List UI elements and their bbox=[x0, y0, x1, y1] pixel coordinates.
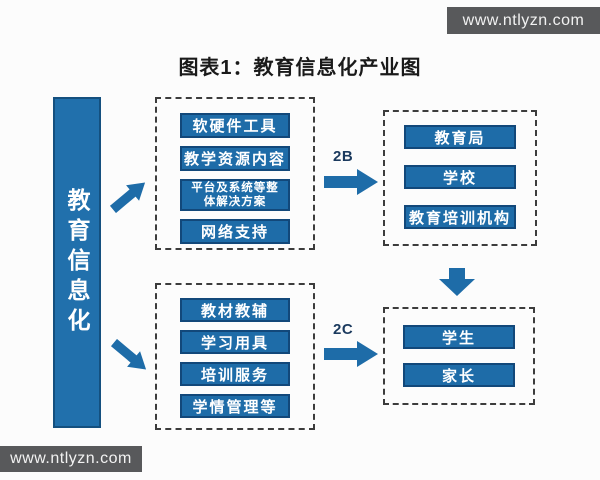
arrow-down-right-icon bbox=[106, 333, 154, 378]
supply-item: 教学资源内容 bbox=[180, 146, 290, 171]
watermark-bottom-left: www.ntlyzn.com bbox=[0, 446, 142, 472]
demand-item: 学生 bbox=[403, 325, 515, 349]
flow-label-2b: 2B bbox=[333, 148, 354, 165]
supply-box-bottom: 教材教辅 学习用具 培训服务 学情管理等 bbox=[155, 283, 315, 430]
flow-label-2c: 2C bbox=[333, 321, 354, 338]
demand-item: 教育培训机构 bbox=[404, 205, 516, 229]
supply-item: 学情管理等 bbox=[180, 394, 290, 418]
demand-item: 教育局 bbox=[404, 125, 516, 149]
supply-item: 网络支持 bbox=[180, 219, 290, 244]
left-category-bar: 教育信息化 bbox=[53, 97, 101, 428]
diagram-title: 图表1：教育信息化产业图 bbox=[178, 57, 422, 79]
supply-item: 学习用具 bbox=[180, 330, 290, 354]
arrow-up-right-icon bbox=[105, 173, 153, 218]
arrow-down-icon bbox=[437, 268, 477, 296]
supply-item: 教材教辅 bbox=[180, 298, 290, 322]
supply-item: 平台及系统等整体解决方案 bbox=[180, 179, 290, 211]
supply-item: 软硬件工具 bbox=[180, 113, 290, 138]
arrow-right-2b-icon bbox=[324, 169, 378, 195]
left-category-bar-label: 教育信息化 bbox=[64, 187, 90, 338]
demand-box-top: 教育局 学校 教育培训机构 bbox=[383, 110, 537, 246]
supply-item: 培训服务 bbox=[180, 362, 290, 386]
arrow-right-2c-icon bbox=[324, 341, 378, 367]
demand-item: 家长 bbox=[403, 363, 515, 387]
watermark-top-right: www.ntlyzn.com bbox=[447, 7, 600, 34]
supply-box-top: 软硬件工具 教学资源内容 平台及系统等整体解决方案 网络支持 bbox=[155, 97, 315, 250]
demand-box-bottom: 学生 家长 bbox=[383, 307, 535, 405]
demand-item: 学校 bbox=[404, 165, 516, 189]
